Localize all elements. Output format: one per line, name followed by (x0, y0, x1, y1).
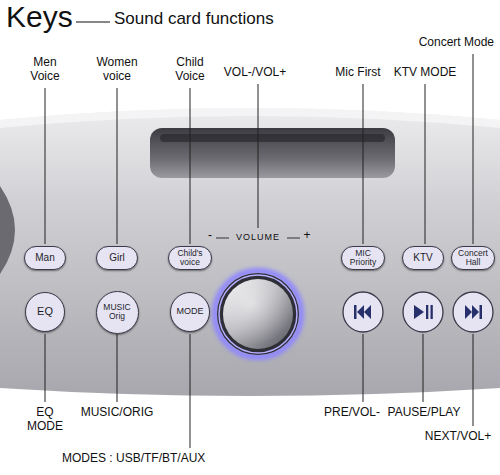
button-text: MUSIC Orig (99, 303, 136, 321)
callout-label: MUSIC/ORIG (81, 406, 154, 420)
callout-label: Women voice (93, 56, 141, 84)
speaker-grille-edge (0, 186, 15, 274)
callout-label: PRE/VOL- (324, 406, 380, 420)
button-text: MIC Priority (344, 249, 382, 267)
round-button: EQ (25, 292, 65, 332)
callout-label: VOL-/VOL+ (224, 66, 286, 80)
knob-shine (223, 279, 293, 349)
leader-line (425, 84, 426, 244)
heading: Keys (6, 0, 73, 35)
callout-label: Child Voice (166, 56, 214, 84)
leader-line (190, 88, 191, 244)
leader-line (363, 334, 364, 402)
callout-label: - (208, 229, 212, 243)
play-pause-icon (414, 305, 424, 319)
leader-line (117, 88, 118, 244)
slot-groove (160, 134, 385, 142)
leader-line (117, 334, 118, 402)
leader-line (45, 88, 46, 244)
prev-icon (357, 305, 364, 319)
phone-slot (150, 128, 395, 178)
leader-line (45, 334, 46, 402)
button-text: EQ (37, 306, 53, 318)
knob-ring (217, 273, 299, 355)
callout-label: NEXT/VOL+ (425, 430, 491, 444)
prev-button (343, 292, 383, 332)
prev-icon (364, 305, 371, 319)
next-icon (465, 305, 472, 319)
prev-icon (354, 305, 357, 319)
button-text: MODE (177, 307, 204, 316)
pill-button: Girl (96, 246, 138, 270)
button-text: Man (35, 253, 54, 264)
button-text: Concert Hall (454, 249, 492, 267)
next-icon (480, 305, 483, 319)
next-icon (472, 305, 479, 319)
callout-label: Men Voice (21, 56, 69, 84)
pill-button: Child's voice (168, 246, 212, 270)
subheading: Sound card functions (114, 9, 274, 29)
callout-label: Concert Mode (419, 36, 494, 50)
knob-glow-ring (215, 271, 301, 357)
callout-label: PAUSE/PLAY (388, 406, 461, 420)
title-rule (76, 21, 110, 22)
callout-label: + (303, 229, 310, 243)
leader-line (473, 334, 474, 426)
volume-scale-line (287, 238, 300, 239)
pill-button: KTV (402, 246, 444, 270)
play-pause-icon (431, 305, 433, 319)
play-pause-button (403, 292, 443, 332)
pill-button: MIC Priority (341, 246, 385, 270)
round-button: MUSIC Orig (96, 291, 139, 334)
leader-line (423, 334, 424, 402)
callout-label: EQ MODE (24, 406, 66, 434)
leader-line (473, 54, 474, 244)
pill-button: Concert Hall (451, 246, 495, 270)
next-button (453, 292, 493, 332)
callout-label: VOLUME (236, 232, 280, 242)
leader-line (258, 84, 259, 228)
knob-light (219, 275, 297, 353)
callout-label: MODES : USB/TF/BT/AUX (62, 452, 205, 466)
button-text: Child's voice (171, 249, 209, 267)
callout-label: KTV MODE (394, 66, 457, 80)
volume-scale-line (216, 238, 229, 239)
button-text: KTV (413, 253, 432, 264)
leader-line (190, 334, 191, 448)
button-text: Girl (109, 253, 125, 264)
leader-lines (45, 54, 473, 448)
round-button: MODE (170, 292, 210, 332)
pill-button: Man (24, 246, 66, 270)
play-pause-icon (426, 305, 428, 319)
leader-line (363, 84, 364, 244)
callout-label: Mic First (335, 66, 380, 80)
volume-knob (223, 279, 293, 349)
